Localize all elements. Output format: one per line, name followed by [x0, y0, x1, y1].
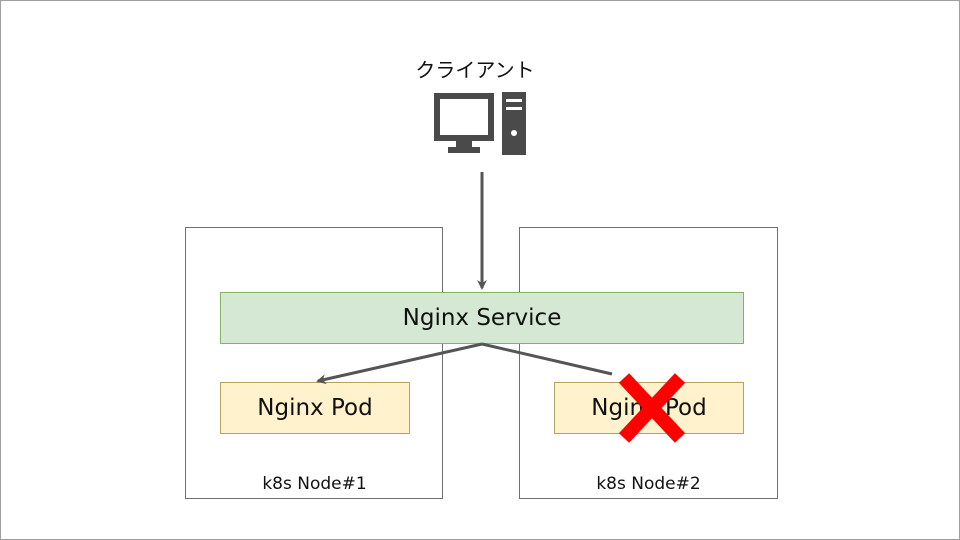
x-mark-icon — [618, 373, 686, 443]
node-2-label: k8s Node#2 — [596, 474, 701, 494]
nginx-pod-1: Nginx Pod — [220, 382, 410, 434]
nginx-service-label: Nginx Service — [402, 305, 562, 331]
client-label: クライアント — [415, 58, 535, 82]
service-to-pod-2-line — [481, 342, 613, 376]
node-1-label: k8s Node#1 — [262, 474, 367, 494]
service-to-pod-1-arrow — [316, 342, 483, 385]
nginx-pod-1-label: Nginx Pod — [257, 395, 373, 421]
nginx-service: Nginx Service — [220, 292, 744, 344]
desktop-computer-icon — [434, 92, 526, 155]
nginx-pod-2: Nginx Pod — [554, 382, 744, 434]
